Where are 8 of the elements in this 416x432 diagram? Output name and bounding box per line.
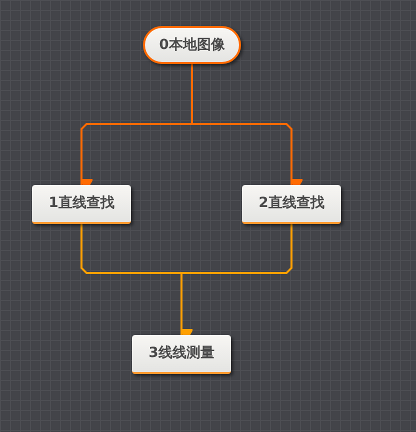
start-node <box>143 26 241 64</box>
node-label: 0本地图像 <box>159 36 225 54</box>
node-label: 2直线查找 <box>258 194 324 213</box>
process-box <box>242 185 341 224</box>
process-box <box>32 185 131 224</box>
node-label: 3线线测量 <box>148 344 214 363</box>
node-label: 1直线查找 <box>48 194 114 213</box>
process-box <box>132 335 231 374</box>
